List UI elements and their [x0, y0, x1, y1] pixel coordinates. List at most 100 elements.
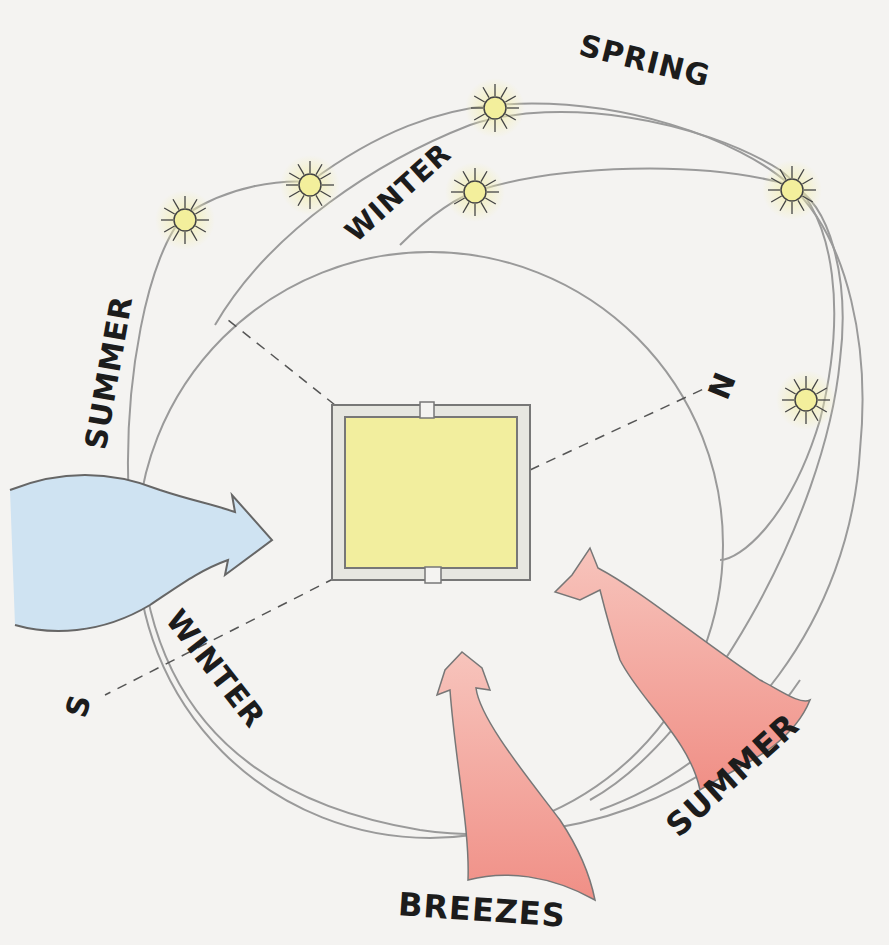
sun-ray [184, 232, 185, 244]
sun-symbol [465, 78, 525, 138]
sun-glow [762, 160, 822, 220]
sun-ray [785, 406, 795, 412]
sun-path-arc [128, 104, 862, 810]
sun-ray [320, 173, 330, 179]
sun-ray [161, 219, 173, 220]
sun-glow [465, 78, 525, 138]
sun-ray [298, 164, 304, 174]
map-label: S [58, 690, 98, 721]
building-wall [332, 405, 530, 580]
sun-disc [464, 181, 486, 203]
sun-ray [771, 196, 781, 202]
door-opening [420, 402, 434, 418]
sun-ray [320, 191, 330, 197]
sun-ray [309, 161, 310, 173]
sun-ray [451, 191, 463, 192]
sun-symbol [280, 155, 340, 215]
sun-ray [487, 191, 499, 192]
sun-ray [501, 87, 507, 97]
sun-symbol [762, 160, 822, 220]
sun-disc [174, 209, 196, 231]
sun-ray [195, 208, 205, 214]
sun-ray [481, 202, 487, 212]
sun-ray [173, 199, 179, 209]
map-label: BREEZES [397, 885, 567, 935]
sun-ray [505, 114, 515, 120]
sun-ray [463, 202, 469, 212]
sun-ray [816, 406, 826, 412]
sun-ray [768, 189, 780, 190]
sun-ray [794, 410, 800, 420]
sun-ray [471, 107, 483, 108]
building-interior [345, 417, 517, 568]
sun-ray [184, 196, 185, 208]
sun-ray [474, 204, 475, 216]
sun-glow [280, 155, 340, 215]
sun-ray [195, 226, 205, 232]
sun-disc [781, 179, 803, 201]
sun-ray [771, 178, 781, 184]
sun-ray [812, 410, 818, 420]
sun-ray [507, 107, 519, 108]
sun-glow [155, 190, 215, 250]
sun-ray [463, 171, 469, 181]
map-label: WINTER [159, 602, 272, 733]
sun-symbol [776, 370, 836, 430]
sun-ray [289, 191, 299, 197]
sun-ray [485, 180, 495, 186]
sun-ray [164, 226, 174, 232]
sun-ray [483, 118, 489, 128]
sun-ray [485, 198, 495, 204]
sun-ray [173, 230, 179, 240]
dashed-axis [228, 320, 335, 405]
sun-ray [798, 169, 804, 179]
sun-ray [322, 184, 334, 185]
sun-ray [298, 195, 304, 205]
sun-ray [804, 189, 816, 190]
sun-ray [816, 388, 826, 394]
sun-ray [191, 199, 197, 209]
sun-ray [794, 379, 800, 389]
sun-ray [309, 197, 310, 209]
sun-ray [805, 376, 806, 388]
sun-ray [164, 208, 174, 214]
sun-ray [782, 399, 794, 400]
sun-ray [791, 202, 792, 214]
sun-ray [505, 96, 515, 102]
summer-breeze-arrow [437, 652, 595, 900]
sun-disc [484, 97, 506, 119]
map-label: SPRING [576, 27, 714, 93]
sun-ray [454, 198, 464, 204]
sun-ray [802, 196, 812, 202]
sun-ray [780, 169, 786, 179]
sun-ray [191, 230, 197, 240]
sun-symbol [155, 190, 215, 250]
sun-disc [795, 389, 817, 411]
map-label: N [701, 366, 743, 403]
sun-ray [481, 171, 487, 181]
sun-ray [780, 200, 786, 210]
sun-ray [802, 178, 812, 184]
sun-ray [805, 412, 806, 424]
sun-ray [483, 87, 489, 97]
sun-ray [474, 96, 484, 102]
dashed-axis [530, 385, 712, 470]
sun-ray [454, 180, 464, 186]
sun-ray [501, 118, 507, 128]
map-label: WINTER [338, 136, 457, 248]
sun-symbol [445, 162, 505, 222]
sun-ray [812, 379, 818, 389]
sun-glow [445, 162, 505, 222]
sun-ray [286, 184, 298, 185]
sun-glow [776, 370, 836, 430]
sun-ray [798, 200, 804, 210]
sun-ray [494, 84, 495, 96]
sun-ray [785, 388, 795, 394]
sun-disc [299, 174, 321, 196]
door-opening [425, 567, 441, 583]
sun-ray [474, 114, 484, 120]
sun-ray [474, 168, 475, 180]
sun-ray [289, 173, 299, 179]
sun-ray [494, 120, 495, 132]
